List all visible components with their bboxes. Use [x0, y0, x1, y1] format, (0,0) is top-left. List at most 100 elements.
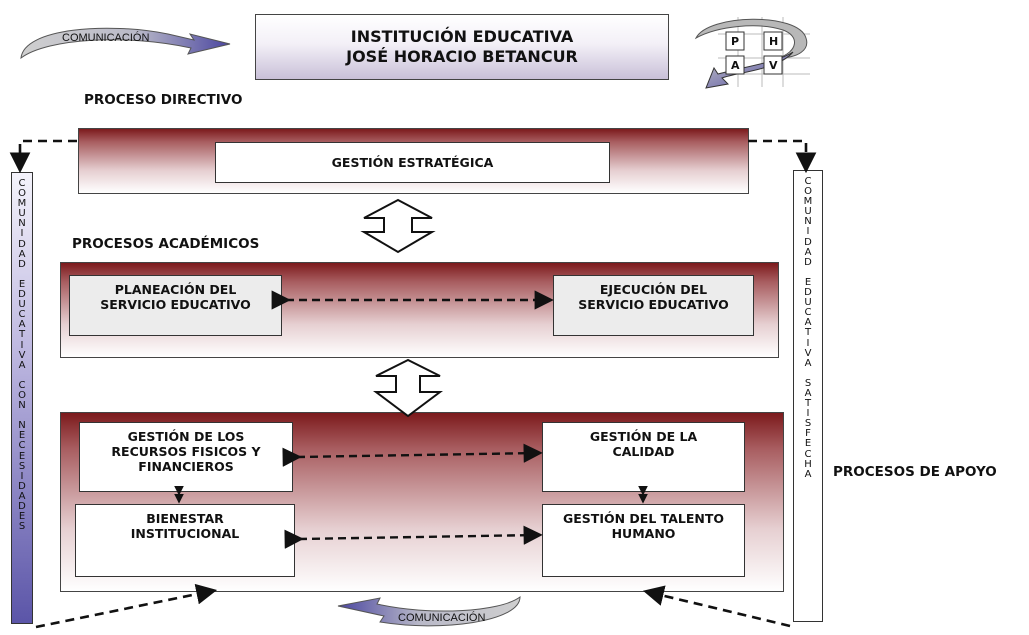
community-satisfied-letter: I [806, 408, 810, 420]
phva-cycle-graphic [694, 17, 810, 89]
community-satisfied-letter: S [804, 377, 812, 389]
phva-letter-p: P [731, 35, 740, 48]
planning-label-line1: PLANEACIÓN DEL [114, 282, 237, 297]
welfare-label-line2: INSTITUCIONAL [130, 526, 240, 541]
community-needs-letter: V [18, 349, 26, 361]
strategic-management-box: GESTIÓN ESTRATÉGICA [215, 142, 610, 183]
community-satisfied-letter: C [804, 307, 812, 319]
community-needs-letter: D [18, 480, 26, 492]
community-satisfied-letter: D [804, 256, 812, 268]
double-arrow-upper [360, 198, 436, 254]
community-needs-letter: D [18, 289, 26, 301]
quality-box: GESTIÓN DE LA CALIDAD [542, 422, 745, 492]
execution-box: EJECUCIÓN DEL SERVICIO EDUCATIVO [553, 275, 754, 336]
community-needs-letter: I [20, 228, 24, 240]
community-needs-letter: C [18, 379, 26, 391]
support-processes-label: PROCESOS DE APOYO [833, 464, 997, 480]
community-needs-letter: S [18, 521, 26, 533]
institution-title-line2: JOSÉ HORACIO BETANCUR [346, 47, 578, 66]
community-satisfied-letter: T [804, 327, 812, 339]
communication-swoosh-top [20, 27, 231, 60]
community-needs-letter: C [18, 309, 26, 321]
community-needs-letter: E [18, 450, 26, 462]
community-satisfied-letter: O [804, 186, 812, 198]
planning-label-line2: SERVICIO EDUCATIVO [100, 297, 251, 312]
community-satisfied-letter: F [805, 428, 811, 440]
community-needs-letter: T [18, 329, 26, 341]
community-satisfied-letter: C [804, 176, 812, 187]
community-satisfied-letter: D [804, 236, 812, 248]
community-needs-letter: E [18, 278, 26, 290]
community-satisfied-letter: A [804, 317, 812, 329]
academic-processes-label: PROCESOS ACADÉMICOS [72, 236, 260, 252]
community-needs-letter: I [20, 339, 24, 351]
dashed-connector-bottom-left [35, 583, 218, 629]
community-satisfied-letter: N [804, 216, 812, 228]
community-needs-letter: N [18, 218, 26, 230]
community-needs-letter: M [17, 198, 27, 210]
planning-box: PLANEACIÓN DEL SERVICIO EDUCATIVO [69, 275, 282, 336]
quality-label-line2: CALIDAD [612, 444, 675, 459]
execution-label-line1: EJECUCIÓN DEL [599, 282, 708, 297]
community-needs-letter: A [18, 319, 26, 331]
community-satisfied-letter: D [804, 287, 812, 299]
resources-label-line2: RECURSOS FISICOS Y [111, 444, 261, 459]
community-needs-letter: A [18, 248, 26, 260]
community-satisfied-letter: A [804, 246, 812, 258]
welfare-box: BIENESTAR INSTITUCIONAL [75, 504, 295, 577]
talent-box: GESTIÓN DEL TALENTO HUMANO [542, 504, 745, 577]
community-satisfied-letter: S [804, 418, 812, 430]
community-satisfied-letter: U [804, 297, 812, 309]
communication-label-bottom: COMUNICACIÓN [398, 612, 486, 624]
directive-process-label: PROCESO DIRECTIVO [84, 92, 243, 108]
communication-label-top: COMUNICACIÓN [62, 32, 150, 44]
community-needs-letter: O [18, 188, 26, 200]
dashed-connector-bottom-right [642, 585, 791, 628]
dashed-connector-top-left [9, 139, 77, 174]
talent-label-line2: HUMANO [611, 526, 676, 541]
community-needs-letter: D [18, 238, 26, 250]
institution-title-line1: INSTITUCIÓN EDUCATIVA [350, 27, 574, 46]
community-needs-letter: N [18, 420, 26, 432]
resources-box: GESTIÓN DE LOS RECURSOS FISICOS Y FINANC… [79, 422, 293, 492]
phva-letter-h: H [769, 35, 779, 48]
community-satisfied-letter: I [806, 337, 810, 349]
community-satisfied-letter: I [806, 226, 810, 238]
community-satisfied-letter: A [804, 357, 812, 369]
talent-label-line1: GESTIÓN DEL TALENTO [563, 511, 724, 526]
execution-label-line2: SERVICIO EDUCATIVO [578, 297, 729, 312]
quality-label-line1: GESTIÓN DE LA [589, 429, 698, 444]
community-needs-letter: U [18, 208, 26, 220]
phva-letter-a: A [731, 59, 740, 72]
community-needs-letter: C [18, 178, 26, 189]
community-needs-letter: E [18, 511, 26, 523]
welfare-label-line1: BIENESTAR [146, 511, 224, 526]
community-satisfied-letter: M [803, 196, 813, 208]
community-needs-letter: S [18, 460, 26, 472]
community-satisfied-letter: U [804, 206, 812, 218]
community-needs-letter: A [18, 359, 26, 371]
community-needs-letter: D [18, 258, 26, 270]
community-needs-letter: N [18, 400, 26, 412]
community-needs-letter: C [18, 440, 26, 452]
community-needs-letter: A [18, 490, 26, 502]
resources-label-line1: GESTIÓN DE LOS [127, 429, 245, 444]
dashed-connector-top-right [748, 139, 817, 174]
community-satisfied-letter: E [804, 276, 812, 288]
community-satisfied-letter: E [804, 438, 812, 450]
institution-title-box: INSTITUCIÓN EDUCATIVA JOSÉ HORACIO BETAN… [255, 14, 669, 80]
community-needs-letter: O [18, 389, 26, 401]
resources-label-line3: FINANCIEROS [138, 459, 234, 474]
dashed-arrow-resources-quality [282, 443, 543, 467]
dashed-arrow-welfare-talent [284, 525, 543, 549]
community-satisfied-letter: V [804, 347, 812, 359]
community-satisfied-letter: T [804, 398, 812, 410]
community-satisfied-letter: A [804, 387, 812, 399]
communication-swoosh-bottom [337, 595, 521, 627]
phva-letter-v: V [769, 59, 778, 72]
community-needs-letter: D [18, 501, 26, 512]
community-satisfied-letter: C [804, 448, 812, 460]
